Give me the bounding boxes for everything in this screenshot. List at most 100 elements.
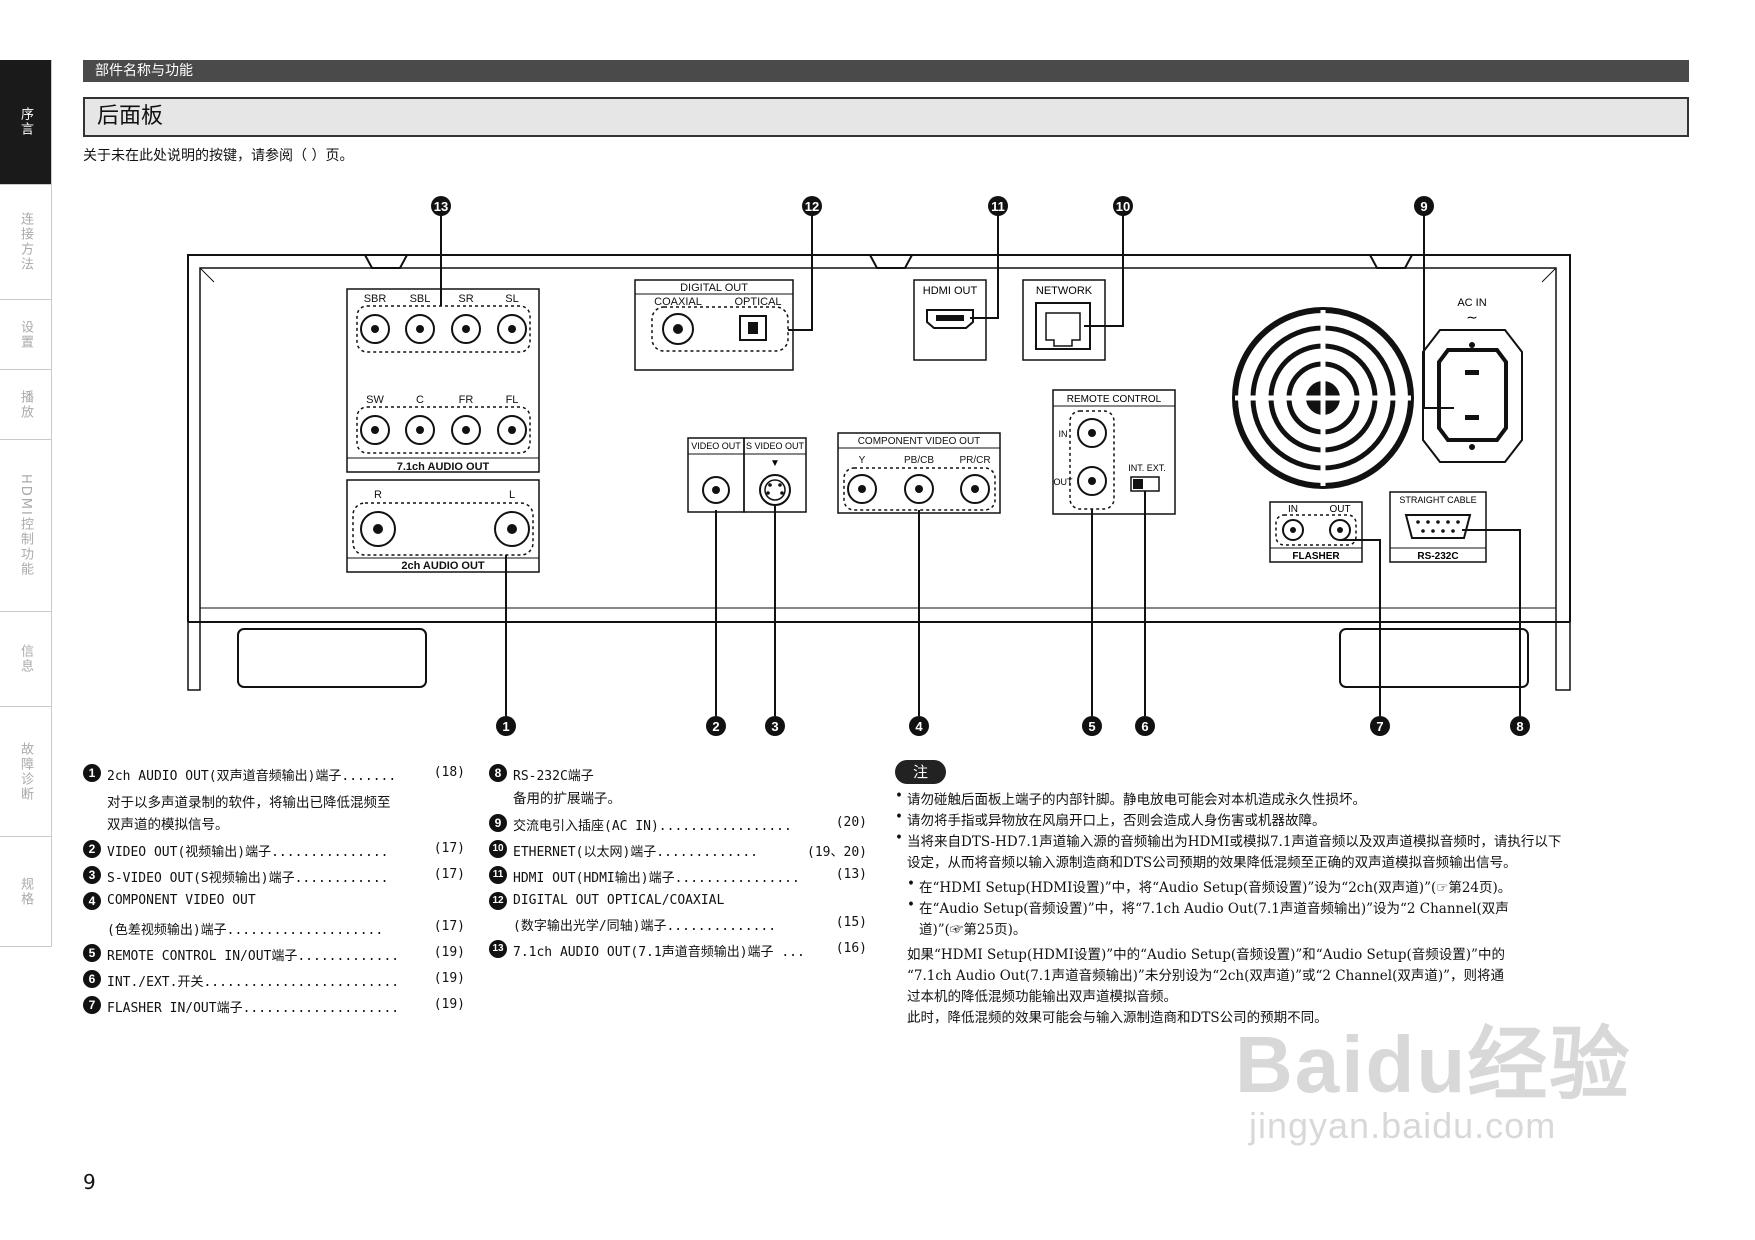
- svg-text:IN: IN: [1059, 429, 1068, 439]
- svg-text:OUT: OUT: [1329, 504, 1350, 515]
- network-block: NETWORK: [1022, 279, 1106, 361]
- svg-text:6: 6: [1141, 719, 1148, 734]
- svg-text:NETWORK: NETWORK: [1036, 285, 1093, 297]
- svg-text:C: C: [416, 394, 424, 406]
- svg-text:COAXIAL: COAXIAL: [654, 296, 702, 308]
- watermark-logo: Baidu经验: [1235, 1020, 1632, 1109]
- note-subline: 在“HDMI Setup(HDMI设置)”中，将“Audio Setup(音频设…: [895, 876, 1690, 897]
- tab-playback[interactable]: 播放: [0, 370, 52, 440]
- svg-text:INT. EXT.: INT. EXT.: [1128, 463, 1166, 473]
- svg-text:DIGITAL OUT: DIGITAL OUT: [680, 282, 748, 294]
- callout-10: 10: [1113, 196, 1133, 216]
- note-paragraph: 如果“HDMI Setup(HDMI设置)”中的“Audio Setup(音频设…: [907, 947, 1505, 963]
- tab-settings[interactable]: 设置: [0, 300, 52, 370]
- callout-5: 5: [1082, 716, 1102, 736]
- tab-hdmi-control[interactable]: HDMI控制功能: [0, 440, 52, 612]
- svg-text:L: L: [509, 489, 515, 501]
- svg-text:IN: IN: [1288, 504, 1298, 515]
- list-item-desc: 备用的扩展端子。: [513, 791, 621, 807]
- audio-71-block: SBR SBL SR SL SW C FR FL 7.1ch AUDIO OUT: [346, 288, 540, 473]
- flasher-block: IN OUT FLASHER: [1269, 501, 1363, 563]
- svg-text:12: 12: [805, 199, 819, 214]
- watermark-url: jingyan.baidu.com: [1249, 1105, 1557, 1146]
- svg-text:1: 1: [502, 719, 509, 734]
- tab-preface[interactable]: 序言: [0, 60, 52, 185]
- svg-text:∼: ∼: [1466, 309, 1478, 325]
- intro-text: 关于未在此处说明的按键，请参阅（ ）页。: [83, 148, 354, 164]
- svg-text:PR/CR: PR/CR: [959, 455, 990, 466]
- ac-in-block: AC IN ∼: [1422, 297, 1523, 463]
- tab-troubleshooting[interactable]: 故障诊断: [0, 707, 52, 837]
- svg-text:FR: FR: [459, 394, 474, 406]
- video-out-block: VIDEO OUT S VIDEO OUT ▼: [687, 437, 807, 513]
- svg-text:13: 13: [434, 199, 448, 214]
- page-number: 9: [83, 1170, 96, 1194]
- callout-7: 7: [1370, 716, 1390, 736]
- svg-text:COMPONENT VIDEO OUT: COMPONENT VIDEO OUT: [858, 436, 981, 447]
- svg-text:2ch AUDIO OUT: 2ch AUDIO OUT: [401, 560, 485, 572]
- list-item-cont: (数字输出光学/同轴)端子..............(15): [513, 915, 867, 934]
- tab-label: HDMI控制功能: [18, 474, 33, 577]
- list-item-desc: 双声道的模拟信号。: [107, 817, 229, 833]
- tab-connections[interactable]: 连接方法: [0, 185, 52, 300]
- svg-text:8: 8: [1516, 719, 1523, 734]
- callout-4: 4: [909, 716, 929, 736]
- svg-text:FLASHER: FLASHER: [1292, 551, 1340, 562]
- tab-information[interactable]: 信息: [0, 612, 52, 707]
- svg-text:AC IN: AC IN: [1457, 297, 1486, 309]
- side-navigation: 序言 连接方法 设置 播放 HDMI控制功能 信息 故障诊断 规格: [0, 60, 52, 947]
- tab-label: 序言: [18, 107, 33, 137]
- callout-1: 1: [496, 716, 516, 736]
- list-item-desc: 对于以多声道录制的软件，将输出已降低混频至: [107, 795, 391, 811]
- callout-12: 12: [802, 196, 822, 216]
- callout-2: 2: [706, 716, 726, 736]
- notes-section: 注 请勿碰触后面板上端子的内部针脚。静电放电可能会对本机造成永久性损坏。 请勿将…: [895, 760, 1690, 1027]
- section-header: 部件名称与功能: [83, 60, 1689, 82]
- page-title: 后面板: [83, 97, 1689, 137]
- svg-text:10: 10: [1116, 199, 1130, 214]
- tab-label: 设置: [18, 319, 33, 350]
- list-item-cont: (色差视频输出)端子....................(17): [107, 919, 465, 938]
- svg-text:OPTICAL: OPTICAL: [734, 296, 781, 308]
- svg-text:S VIDEO OUT: S VIDEO OUT: [746, 441, 805, 451]
- note-badge: 注: [895, 760, 947, 784]
- tab-specifications[interactable]: 规格: [0, 837, 52, 947]
- svg-text:STRAIGHT CABLE: STRAIGHT CABLE: [1399, 495, 1476, 505]
- svg-text:SBL: SBL: [410, 293, 431, 305]
- svg-text:FL: FL: [506, 394, 519, 406]
- digital-out-block: DIGITAL OUT COAXIAL OPTICAL: [634, 279, 794, 371]
- svg-text:REMOTE CONTROL: REMOTE CONTROL: [1067, 394, 1162, 405]
- note-subline: 在“Audio Setup(音频设置)”中，将“7.1ch Audio Out(…: [895, 897, 1690, 918]
- svg-text:SL: SL: [505, 293, 518, 305]
- hdmi-out-block: HDMI OUT: [913, 279, 987, 361]
- tab-label: 播放: [18, 389, 33, 420]
- svg-text:9: 9: [1420, 199, 1427, 214]
- tab-label: 规格: [18, 876, 33, 907]
- callout-3: 3: [765, 716, 785, 736]
- callout-6: 6: [1135, 716, 1155, 736]
- audio-2ch-block: R L 2ch AUDIO OUT: [346, 479, 540, 573]
- note-paragraph: 过本机的降低混频功能输出双声道模拟音频。: [907, 989, 1177, 1005]
- note-line: 设定，从而将音频以输入源制造商和DTS公司预期的效果降低混频至正确的双声道模拟音…: [907, 855, 1517, 871]
- svg-text:4: 4: [915, 719, 923, 734]
- tab-label: 信息: [18, 644, 33, 674]
- remote-control-block: REMOTE CONTROL IN OUT INT. EXT.: [1052, 389, 1176, 515]
- note-line: 请勿将手指或异物放在风扇开口上，否则会造成人身伤害或机器故障。: [895, 809, 1690, 830]
- rs232c-block: STRAIGHT CABLE RS-232C: [1389, 491, 1487, 563]
- svg-text:5: 5: [1088, 719, 1095, 734]
- note-line: 当将来自DTS-HD7.1声道输入源的音频输出为HDMI或模拟7.1声道音频以及…: [895, 830, 1690, 851]
- tab-label: 连接方法: [18, 212, 33, 272]
- baidu-watermark: Baidu经验 jingyan.baidu.com: [1235, 1025, 1631, 1147]
- svg-text:SBR: SBR: [364, 293, 387, 305]
